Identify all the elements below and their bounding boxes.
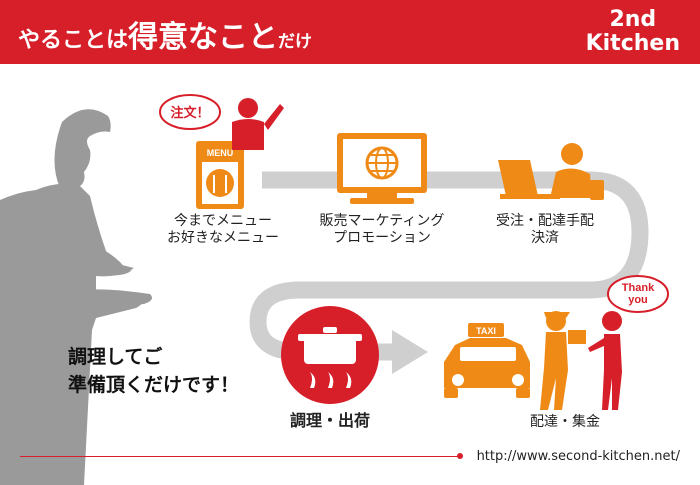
laptop-operator-icon xyxy=(498,143,604,200)
title-part-3: だけ xyxy=(278,32,313,52)
order-bubble-text: 注文！ xyxy=(170,105,209,121)
chef-silhouette-icon xyxy=(0,109,152,485)
customer-person-icon xyxy=(232,98,284,150)
thank-you-speech-bubble: Thank you xyxy=(607,275,669,313)
step-menu-line-1: 今までメニュー xyxy=(174,213,272,229)
step-orders-line-1: 受注・配達手配 xyxy=(496,213,594,229)
step-label-menu: 今までメニュー お好きなメニュー xyxy=(158,213,288,247)
header-banner xyxy=(0,0,700,64)
page-title: やることは得意なことだけ xyxy=(18,12,312,56)
step-label-delivery: 配達・集金 xyxy=(530,414,600,430)
website-link[interactable]: http://www.second-kitchen.net/ xyxy=(476,449,680,464)
footer-divider xyxy=(20,456,460,457)
brand-line-2: Kitchen xyxy=(585,31,680,56)
flow-path xyxy=(249,171,649,361)
cooking-pot-icon xyxy=(281,306,379,404)
step-label-marketing: 販売マーケティング プロモーション xyxy=(312,213,452,247)
brand-logo: 2nd Kitchen xyxy=(586,8,680,56)
step-marketing-line-2: プロモーション xyxy=(333,230,431,246)
order-speech-bubble: 注文！ xyxy=(159,94,221,130)
title-part-1: やることは xyxy=(18,28,129,53)
menu-card-icon: MENU xyxy=(196,141,244,209)
receiving-person-icon xyxy=(588,311,622,410)
delivery-person-icon xyxy=(540,311,586,410)
thank-you-text-line-2: you xyxy=(628,294,648,306)
menu-card-text: MENU xyxy=(207,148,234,158)
step-orders-line-2: 決済 xyxy=(531,230,559,246)
step-label-cooking: 調理・出荷 xyxy=(289,411,370,430)
footer-bullet-icon xyxy=(457,453,463,459)
thank-you-text-line-1: Thank xyxy=(622,282,655,294)
step-menu-line-2: お好きなメニュー xyxy=(167,230,279,246)
brand-line-1: 2nd xyxy=(609,7,657,32)
monitor-globe-icon xyxy=(337,133,427,204)
taxi-icon: TAXI xyxy=(444,323,530,398)
lead-message: 調理してご 準備頂くだけです！ xyxy=(68,343,239,399)
title-part-2: 得意なこと xyxy=(128,20,279,55)
lead-line-1: 調理してご xyxy=(68,346,163,368)
step-label-orders: 受注・配達手配 決済 xyxy=(480,213,610,247)
taxi-sign-text: TAXI xyxy=(476,326,496,336)
flow-arrow-head xyxy=(392,330,428,374)
lead-line-2: 準備頂くだけです！ xyxy=(68,374,240,396)
step-marketing-line-1: 販売マーケティング xyxy=(319,213,445,229)
